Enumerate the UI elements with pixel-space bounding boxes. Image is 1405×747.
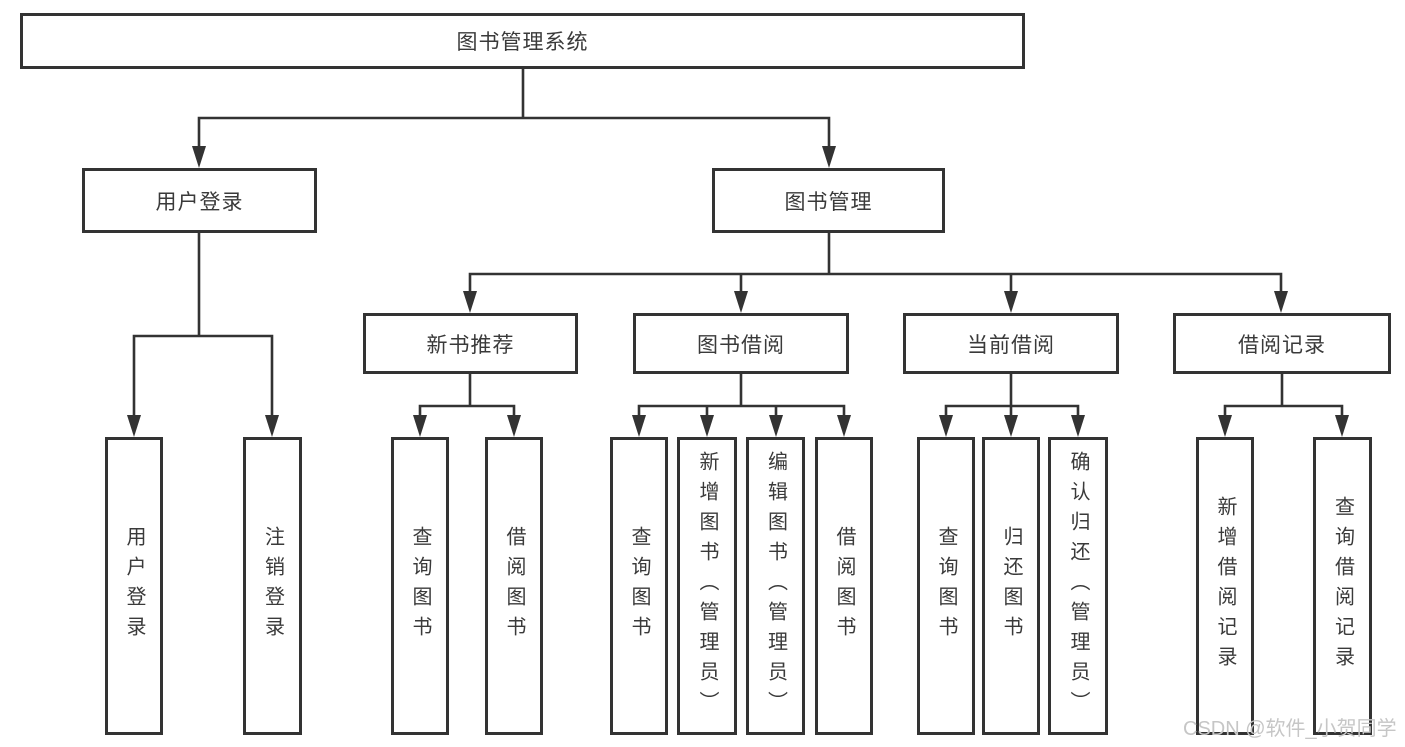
leaf-return-book-label: 归还图书 (1000, 526, 1022, 646)
connector-path (132, 69, 1344, 418)
leaf-edit-book-admin-label: 编辑图书（管理员） (764, 451, 787, 721)
leaf-user-login: 用户登录 (105, 437, 163, 735)
leaf-add-book-admin: 新增图书（管理员） (677, 437, 737, 735)
arrowhead (1004, 291, 1018, 313)
node-book-management: 图书管理 (712, 168, 945, 233)
leaf-borrow-books-recommend-label: 借阅图书 (503, 526, 525, 646)
leaf-return-book: 归还图书 (982, 437, 1040, 735)
node-book-management-label: 图书管理 (784, 190, 873, 214)
leaf-logout: 注销登录 (243, 437, 302, 735)
leaf-logout-label: 注销登录 (261, 526, 284, 646)
node-current-borrowing-label: 当前借阅 (967, 333, 1055, 357)
leaf-query-books-recommend-label: 查询图书 (409, 526, 431, 646)
leaf-query-books-borrowing-label: 查询图书 (628, 526, 650, 646)
node-root: 图书管理系统 (20, 13, 1025, 69)
leaf-borrow-books: 借阅图书 (815, 437, 873, 735)
leaf-borrow-books-label: 借阅图书 (833, 526, 855, 646)
node-root-label: 图书管理系统 (456, 31, 589, 54)
leaf-query-books-current-label: 查询图书 (935, 526, 957, 646)
arrowhead (734, 291, 748, 313)
arrowhead (192, 146, 206, 168)
leaf-add-borrow-record-label: 新增借阅记录 (1214, 496, 1236, 676)
arrowhead (632, 415, 646, 437)
arrowhead (127, 415, 141, 437)
arrowhead (939, 415, 953, 437)
leaf-add-book-admin-label: 新增图书（管理员） (696, 451, 718, 721)
leaf-edit-book-admin: 编辑图书（管理员） (746, 437, 805, 735)
node-borrowing-records-label: 借阅记录 (1238, 333, 1326, 357)
leaf-query-books-recommend: 查询图书 (391, 437, 449, 735)
node-user-login: 用户登录 (82, 168, 317, 233)
node-book-borrowing-label: 图书借阅 (697, 333, 785, 357)
leaf-borrow-books-recommend: 借阅图书 (485, 437, 543, 735)
leaf-add-borrow-record: 新增借阅记录 (1196, 437, 1254, 735)
leaf-query-borrow-record: 查询借阅记录 (1313, 437, 1372, 735)
leaf-confirm-return-admin: 确认归还（管理员） (1048, 437, 1108, 735)
leaf-query-borrow-record-label: 查询借阅记录 (1331, 496, 1354, 676)
leaf-confirm-return-admin-label: 确认归还（管理员） (1067, 451, 1089, 721)
arrowhead (413, 415, 427, 437)
node-user-login-label: 用户登录 (155, 190, 244, 214)
arrowhead (1071, 415, 1085, 437)
arrowhead (463, 291, 477, 313)
leaf-user-login-label: 用户登录 (123, 526, 145, 646)
arrowhead (1335, 415, 1349, 437)
arrowhead (1004, 415, 1018, 437)
arrowhead (837, 415, 851, 437)
node-new-book-recommend: 新书推荐 (363, 313, 578, 374)
node-book-borrowing: 图书借阅 (633, 313, 849, 374)
node-new-book-recommend-label: 新书推荐 (426, 333, 515, 357)
arrowhead (700, 415, 714, 437)
arrowhead (822, 146, 836, 168)
arrowhead (265, 415, 279, 437)
arrowhead (769, 415, 783, 437)
leaf-query-books-current: 查询图书 (917, 437, 975, 735)
leaf-query-books-borrowing: 查询图书 (610, 437, 668, 735)
node-borrowing-records: 借阅记录 (1173, 313, 1391, 374)
arrowhead (507, 415, 521, 437)
arrowhead (1274, 291, 1288, 313)
csdn-watermark: CSDN @软件_小贺同学 (1183, 718, 1397, 740)
node-current-borrowing: 当前借阅 (903, 313, 1119, 374)
arrowhead (1218, 415, 1232, 437)
